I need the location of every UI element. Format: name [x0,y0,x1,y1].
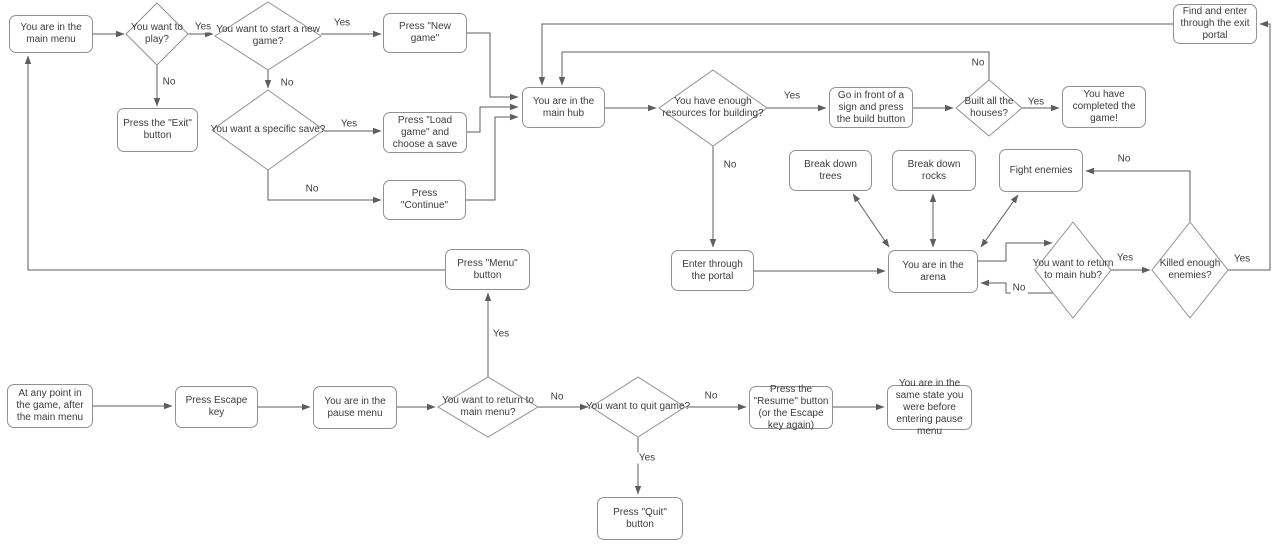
edge-label-quit-game--press-quit: Yes [636,452,658,464]
edge-label-killed--fight-enemies: No [1115,153,1133,165]
edge-label-built-houses--completed: Yes [1025,96,1047,108]
edge-label-return-hub--arena: No [1010,282,1028,294]
edge-label-built-houses--main-hub: No [969,57,987,69]
decision-shape-want-play-q [125,2,189,66]
decision-label-quit-game-q: You want to quit game? [585,401,691,412]
node-main-hub: You are in the main hub [522,87,605,128]
edge-label-specific-save--continue: No [303,183,321,195]
edge-label-resources--build-sign: Yes [781,90,803,102]
edge-label-want-play--new-game: Yes [192,21,214,33]
decision-label-return-hub-q: You want to return to main hub? [1032,258,1114,281]
node-break-trees: Break down trees [789,150,872,191]
edge-continue--main-hub [466,113,519,201]
edge-label-new-game--specific-save: No [278,77,296,89]
decision-shape-resources-q [658,69,768,147]
edge-label-return-menu--press-menu: Yes [490,328,512,340]
decision-shape-killed-enough-q [1151,221,1229,319]
decision-label-built-houses-q: Built all the houses? [964,96,1014,119]
edge-exit-portal--main-hub [538,23,1173,86]
node-press-escape: Press Escape key [175,386,258,428]
node-build-sign: Go in front of a sign and press the buil… [829,87,913,128]
edge-label-specific-save--load-game: Yes [338,118,360,130]
edge-built-houses--main-hub [558,51,990,86]
decision-label-specific-save-q: You want a specific save? [210,124,326,135]
edge-specific-save--continue [267,170,382,204]
edge-label-resources--enter-portal: No [721,159,739,171]
node-enter-portal: Enter through the portal [671,250,754,291]
edge-killed--exit-portal [1228,20,1271,271]
edge-press-menu--main-menu [24,55,445,271]
decision-label-resources-q: You have enough resources for building? [662,96,764,119]
edge-load-game--main-hub [467,103,519,133]
node-break-rocks: Break down rocks [892,150,976,191]
decision-shape-return-hub-q [1034,221,1112,319]
decision-shape-quit-game-q [590,376,686,438]
edge-label-return-hub--killed: Yes [1114,252,1136,264]
edge-label-quit-game--press-resume: No [702,390,720,402]
decision-label-return-menu-q: You want to return to main menu? [442,395,534,418]
node-press-menu: Press "Menu" button [445,249,530,290]
decision-shape-built-houses-q [955,79,1023,137]
decision-shape-return-menu-q [437,376,539,438]
node-press-resume: Press the "Resume" button (or the Escape… [749,384,833,431]
edge-label-killed--exit-portal: Yes [1231,253,1253,265]
decision-label-new-game-q: You want to start a new game? [216,24,320,47]
edge-new-game--main-hub [467,32,519,101]
node-pause-menu: You are in the pause menu [313,386,397,429]
node-press-new-game: Press "New game" [383,13,467,53]
edge-killed--fight-enemies [1085,167,1191,222]
node-any-point: At any point in the game, after the main… [7,384,93,428]
edge-label-want-play--press-exit: No [160,76,178,88]
decision-label-want-play-q: You want to play? [131,22,183,45]
node-press-quit: Press "Quit" button [597,497,683,540]
node-exit-portal: Find and enter through the exit portal [1173,4,1257,44]
node-same-state: You are in the same state you were befor… [887,378,972,437]
edge-arena--return-hub [978,239,1053,262]
decision-shape-new-game-q [214,1,322,71]
node-main-menu: You are in the main menu [9,15,93,53]
node-press-load-game: Press "Load game" and choose a save [383,112,467,153]
node-fight-enemies: Fight enemies [999,149,1083,192]
decision-shape-specific-save-q [211,89,325,171]
edge-return-hub--arena [980,279,1053,294]
edge-arena--fight-enemies [980,194,1019,248]
decision-label-killed-enough-q: Killed enough enemies? [1159,258,1221,281]
node-press-exit: Press the "Exit" button [117,108,198,152]
edge-arena--break-trees [852,193,890,248]
node-completed-game: You have completed the game! [1062,86,1146,128]
edge-label-new-game--press-new-game: Yes [331,17,353,29]
node-press-continue: Press "Continue" [383,180,466,220]
node-arena: You are in the arena [888,250,978,293]
edge-label-return-menu--quit-game: No [548,391,566,403]
